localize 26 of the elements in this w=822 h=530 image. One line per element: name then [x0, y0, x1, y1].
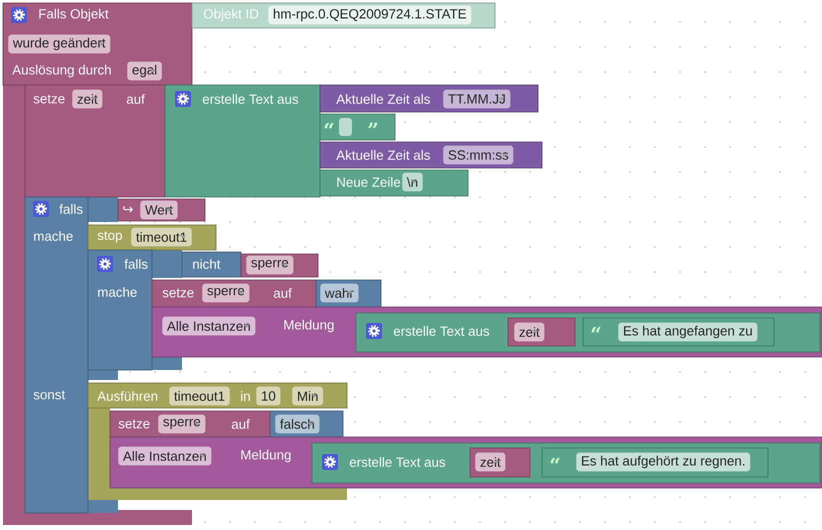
text-field: Es hat aufgehört zu regnen.: [576, 452, 750, 472]
dropdown-field: Min: [292, 386, 324, 406]
dropdown-field: wahr: [320, 284, 358, 302]
text-field: 10: [256, 386, 280, 406]
dropdown-field: sperre: [246, 256, 294, 274]
dropdown-field: timeout1: [131, 228, 192, 246]
dropdown-field: Wert: [140, 200, 178, 220]
not-block: nicht: [182, 252, 242, 278]
dropdown-field: egal: [127, 62, 162, 80]
dropdown-field: zeit: [475, 452, 506, 472]
text-join-block: erstelle Text aus: [164, 84, 320, 198]
if-block: falls mache: [88, 250, 152, 370]
text-field: timeout1: [169, 386, 230, 406]
text-field: hm-rpc.0.QEQ2009724.1.STATE: [268, 6, 472, 24]
text-field: [339, 118, 352, 136]
dropdown-field: zeit: [514, 322, 544, 342]
dropdown-field: zeit: [72, 90, 102, 108]
dropdown-field: wurde geändert: [8, 34, 110, 54]
dropdown-field: sperre: [202, 284, 250, 302]
text-field: Es hat angefangen zu: [618, 322, 758, 342]
dropdown-field: TT.MM.JJ: [443, 90, 510, 108]
dropdown-field: SS:mm:ss: [443, 146, 514, 164]
dropdown-field: falsch: [275, 414, 320, 434]
dropdown-field: Alle Instanzen: [118, 446, 212, 466]
dropdown-field: sperre: [158, 414, 206, 434]
dropdown-field: Alle Instanzen: [162, 316, 256, 336]
